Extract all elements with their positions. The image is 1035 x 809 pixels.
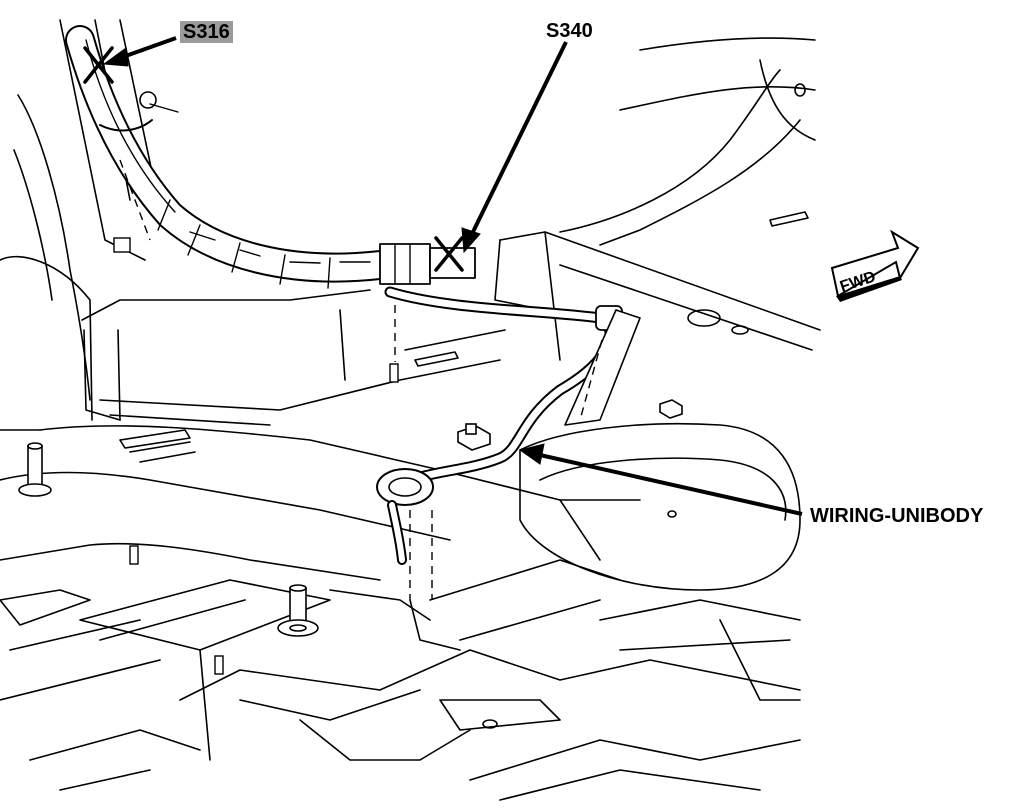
stud-left	[18, 442, 52, 497]
wiring-harness	[65, 25, 641, 565]
fwd-arrow-icon: FWD	[830, 229, 920, 302]
leader-arrows	[102, 36, 803, 516]
pin-small-1	[113, 237, 399, 675]
nut-center	[457, 423, 491, 451]
label-wiring-unibody: WIRING-UNIBODY	[810, 505, 984, 527]
splice-marker-s340	[434, 236, 464, 272]
stud-center	[277, 584, 319, 637]
label-s316: S316	[180, 21, 233, 43]
label-s340: S340	[546, 20, 593, 42]
harness-connector	[379, 243, 431, 285]
splice-marker-s316	[83, 46, 114, 84]
nut-right	[659, 399, 683, 419]
unibody-structure	[0, 19, 821, 801]
alignment-lines	[119, 159, 603, 600]
harness-branch	[384, 286, 616, 486]
